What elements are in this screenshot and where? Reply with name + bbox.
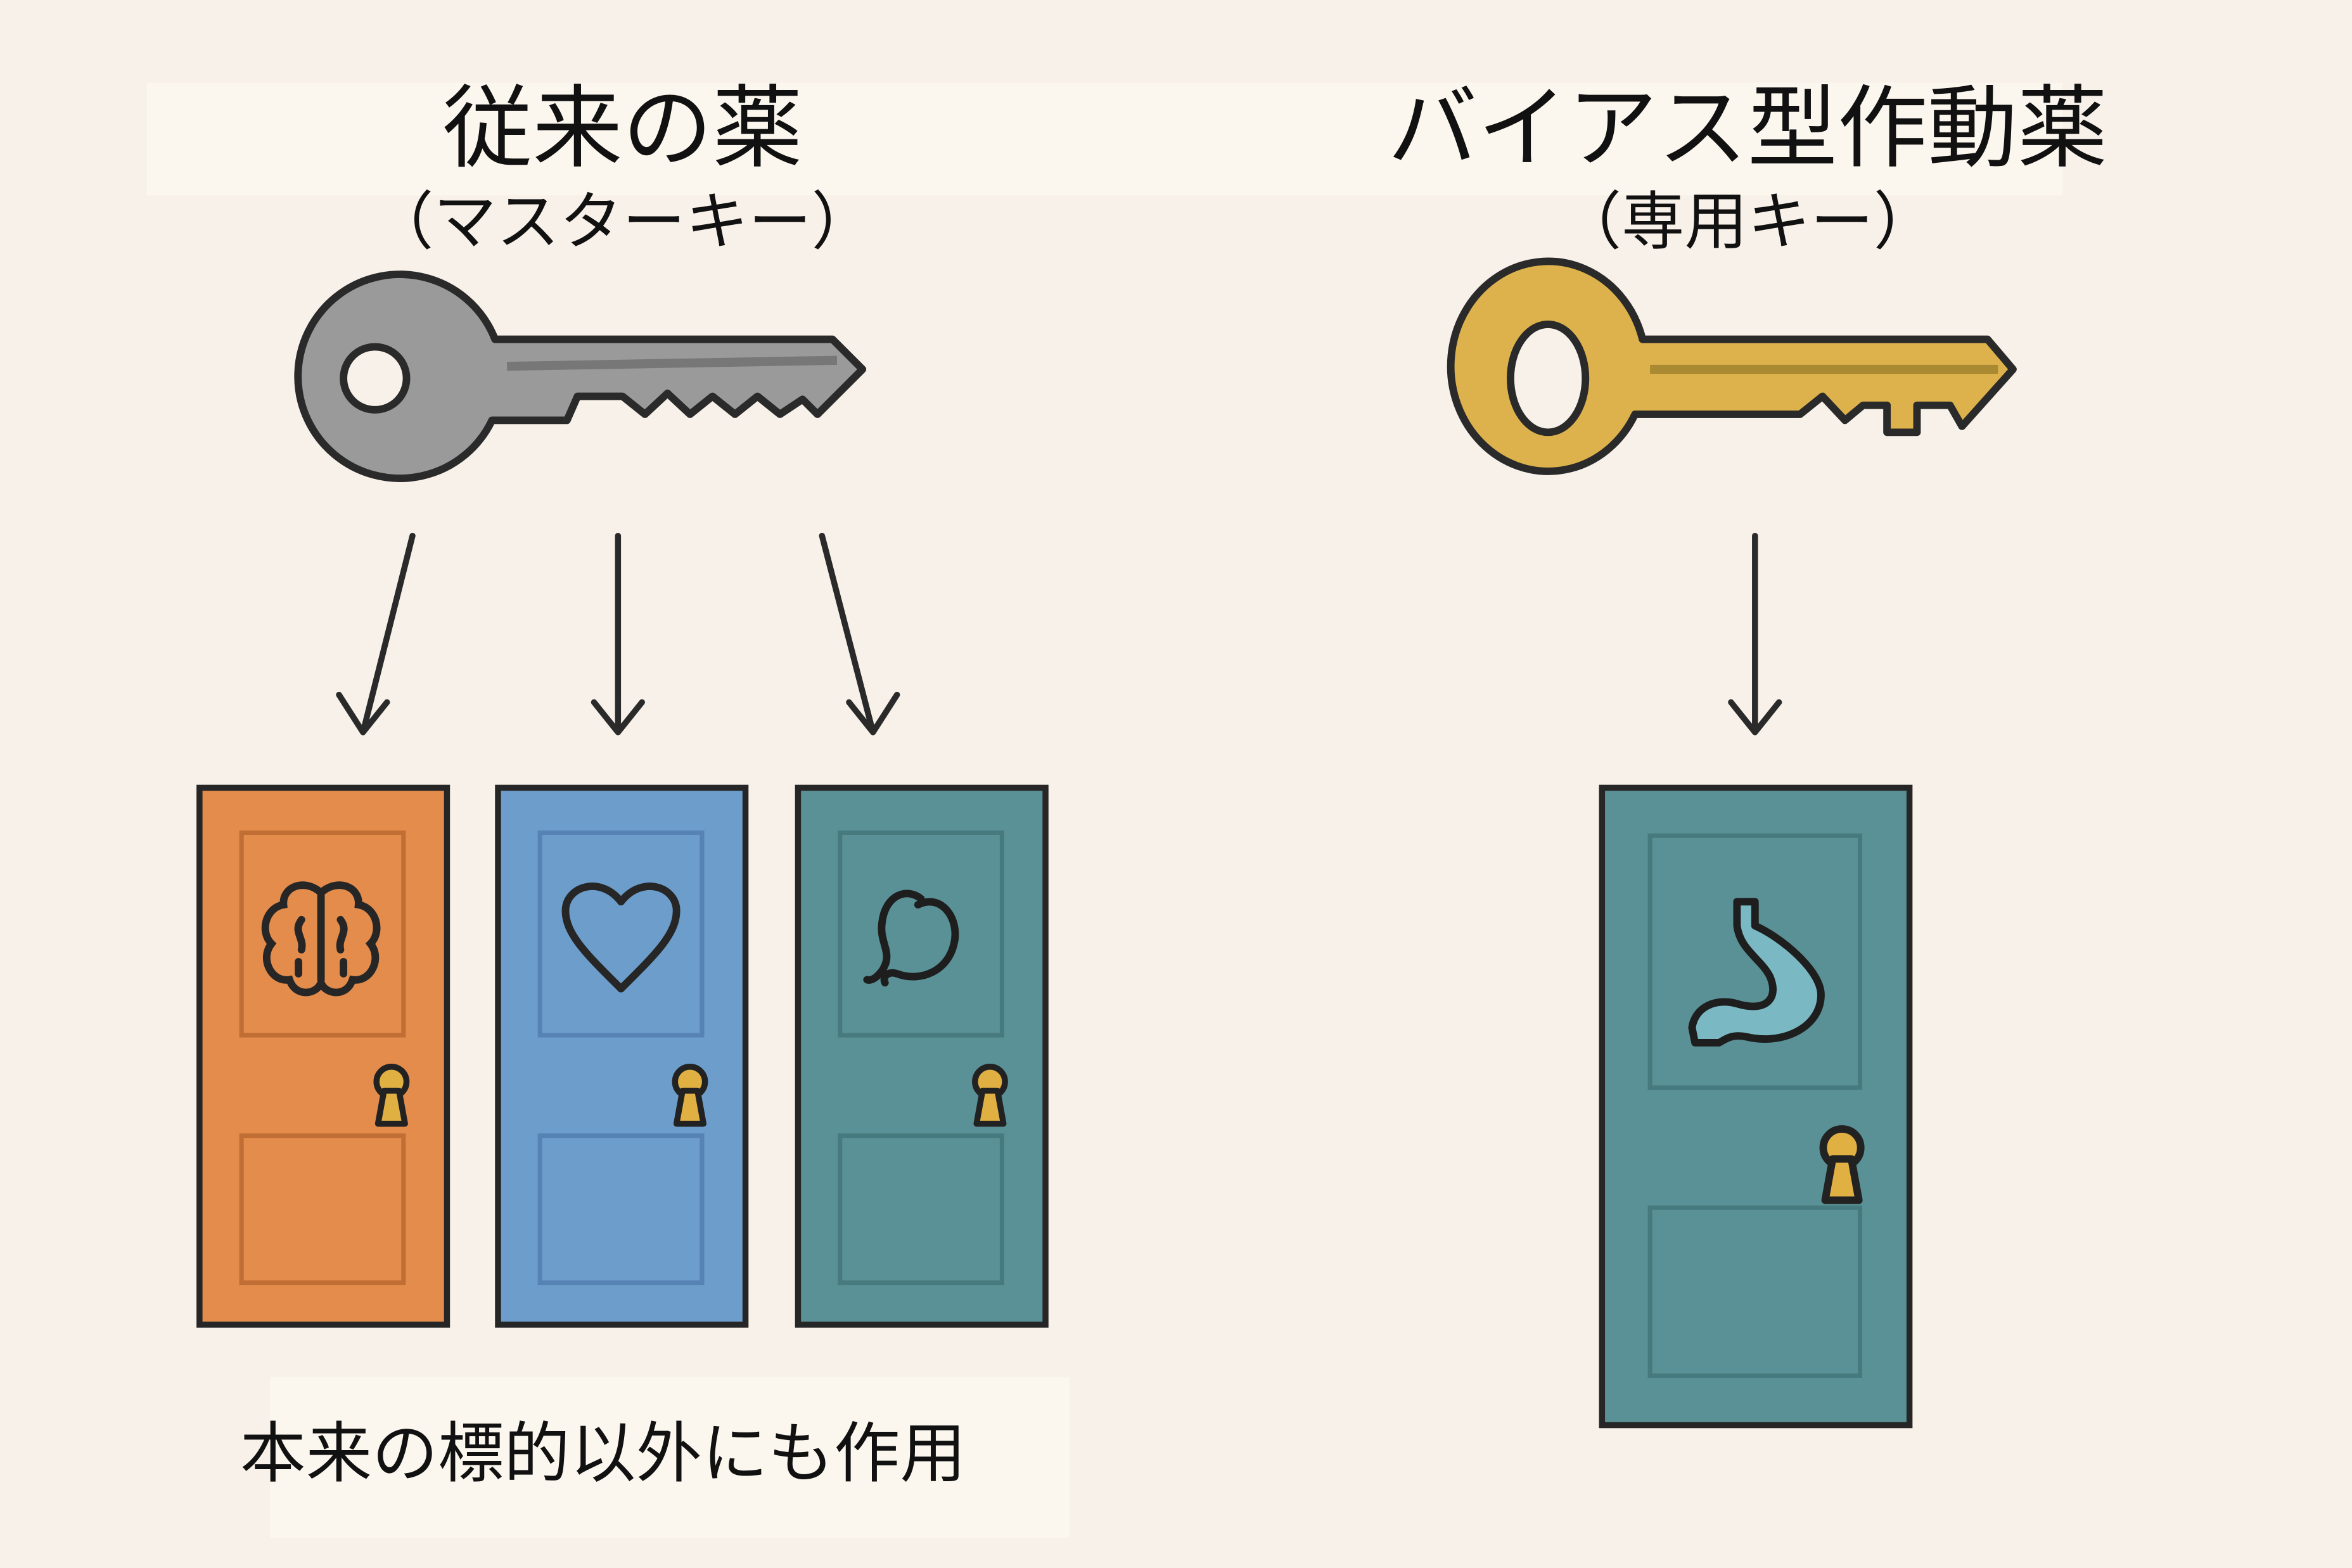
left-subtitle: （マスターキー） [371,186,874,258]
stomach-icon [863,889,959,987]
master-key-icon [294,271,867,482]
arrow-to-brain-door [336,532,416,736]
door-stomach [795,784,1049,1328]
arrow-to-stomach-door [819,532,900,736]
right-title: バイアス型作動薬 [1388,77,2107,181]
left-title: 従来の薬 [442,77,802,181]
brain-icon [261,881,381,997]
left-caption: 本来の標的以外にも作用 [240,1415,966,1492]
arrow-to-heart-door [591,532,645,736]
door-heart [495,784,749,1328]
door-brain [196,784,451,1328]
dedicated-key-icon [1447,257,2017,475]
caption-band [270,1377,1070,1538]
door-target-stomach [1599,784,1913,1429]
arrow-to-target-door [1728,532,1782,736]
stomach-icon [1688,898,1825,1047]
right-subtitle: （専用キー） [1559,186,1936,258]
title-band [147,82,2063,196]
heart-icon [561,883,681,993]
